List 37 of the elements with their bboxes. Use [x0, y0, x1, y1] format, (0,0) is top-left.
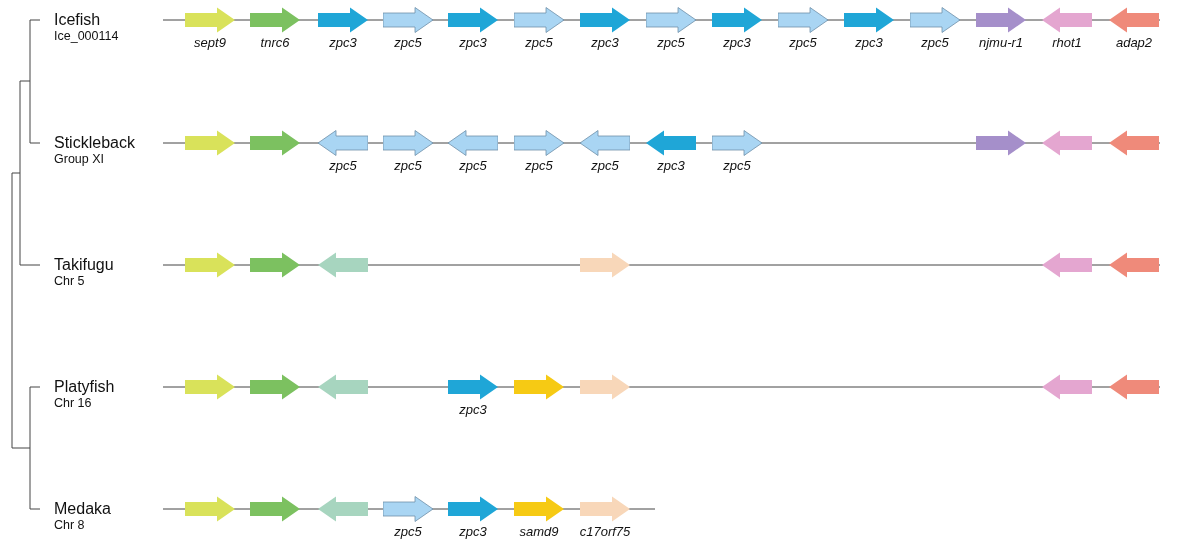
gene-name: zpc5	[394, 158, 422, 173]
chromosome-label: Chr 16	[54, 396, 93, 411]
gene-name: zpc5	[525, 158, 553, 173]
gene-name: rhot1	[1052, 35, 1082, 50]
gene-name: zpc5	[723, 158, 751, 173]
gene-name: zpc5	[459, 158, 487, 173]
gene-name: zpc3	[591, 35, 619, 50]
gene-name: zpc3	[459, 524, 487, 539]
species-name: Medaka	[54, 500, 111, 518]
species-name: Takifugu	[54, 256, 114, 274]
gene-name: zpc5	[394, 35, 422, 50]
gene-name: zpc3	[459, 35, 487, 50]
gene-name: sept9	[194, 35, 226, 50]
gene-name: zpc5	[394, 524, 422, 539]
gene-name: samd9	[519, 524, 559, 539]
gene-name: zpc3	[329, 35, 357, 50]
gene-name: c17orf75	[579, 524, 631, 539]
gene-name: zpc5	[591, 158, 619, 173]
gene-name: tnrc6	[260, 35, 290, 50]
chromosome-label: Ice_000114	[54, 29, 119, 44]
gene-name: zpc3	[855, 35, 883, 50]
gene-name: zpc5	[525, 35, 553, 50]
species-name: Icefish	[54, 11, 102, 29]
gene-name: adap2	[1115, 35, 1153, 50]
species-name: Platyfish	[54, 378, 115, 396]
gene-name: zpc3	[723, 35, 751, 50]
chromosome-label: Chr 8	[54, 518, 86, 533]
gene-name: zpc5	[329, 158, 357, 173]
species-name: Stickleback	[54, 134, 135, 152]
gene-name: zpc5	[921, 35, 949, 50]
chromosome-label: Group XI	[54, 152, 106, 167]
chromosome-label: Chr 5	[54, 274, 86, 289]
gene-name: zpc5	[789, 35, 817, 50]
gene-name: zpc3	[657, 158, 685, 173]
gene-name: zpc5	[657, 35, 685, 50]
gene-name: zpc3	[459, 402, 487, 417]
gene-name: njmu-r1	[978, 35, 1024, 50]
